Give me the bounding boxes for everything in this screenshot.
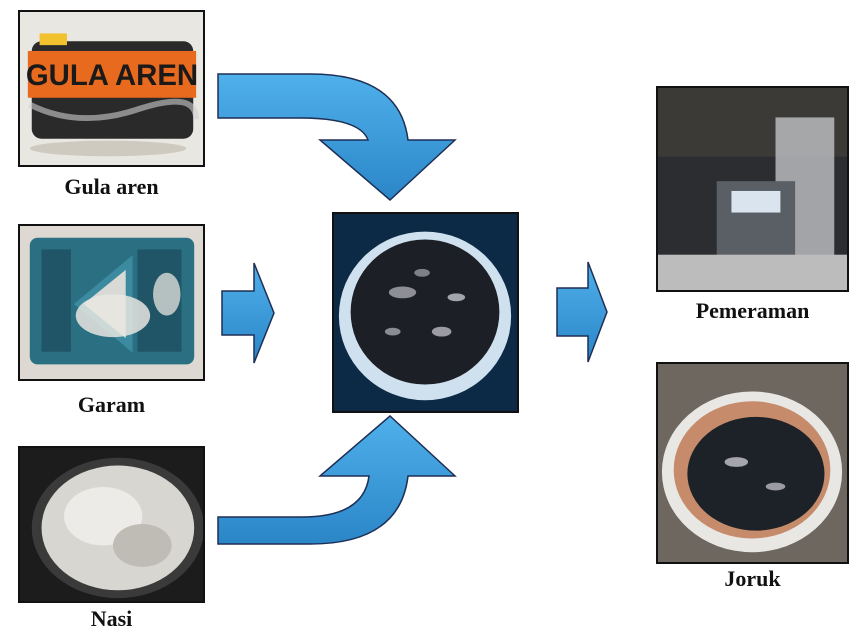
pemeraman-caption: Pemeraman: [695, 298, 810, 323]
straight-arrow-garam: [221, 262, 275, 364]
garam-photo: [18, 224, 205, 381]
curved-arrow-down: [217, 73, 457, 202]
gula-aren-photo: GULA AREN: [18, 10, 205, 167]
curved-arrow-up: [217, 414, 457, 545]
garam-caption: Garam: [77, 392, 146, 417]
mixture-bowl-photo: [332, 212, 519, 413]
joruk-caption: Joruk: [724, 566, 781, 591]
gula-aren-package-label: GULA AREN: [26, 59, 198, 92]
joruk-photo: [656, 362, 849, 564]
gula-aren-caption: Gula aren: [64, 174, 159, 199]
nasi-photo: [18, 446, 205, 603]
straight-arrow-outputs: [556, 261, 608, 363]
nasi-caption: Nasi: [90, 606, 133, 631]
pemeraman-photo: [656, 86, 849, 292]
